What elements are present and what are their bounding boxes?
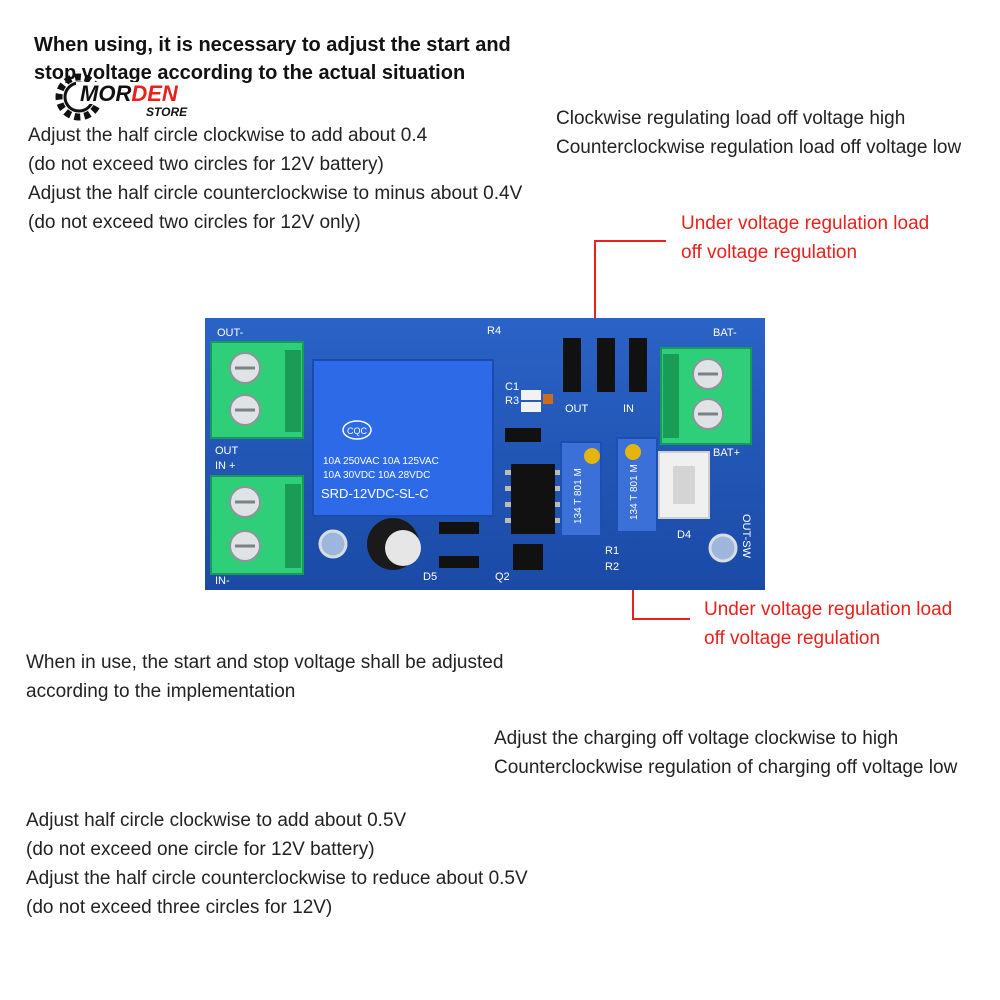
relay: CQC 10A 250VAC 10A 125VAC 10A 30VDC 10A … — [312, 359, 494, 517]
middle-left-line-2: according to the implementation — [26, 681, 296, 702]
smd-q2 — [513, 544, 543, 570]
top-left-line-1: Adjust the half circle clockwise to add … — [28, 125, 428, 146]
label-bat-minus: BAT- — [713, 327, 737, 339]
heading-line-1: When using, it is necessary to adjust th… — [34, 34, 511, 56]
terminal-block-in — [210, 475, 304, 575]
bottom-left-line-1: Adjust half circle clockwise to add abou… — [26, 810, 407, 831]
top-left-line-2: (do not exceed two circles for 12V batte… — [28, 154, 384, 175]
diode-3 — [629, 338, 647, 392]
top-left-line-3: Adjust the half circle counterclockwise … — [28, 183, 523, 204]
label-out-plus: OUT — [215, 445, 239, 457]
potentiometer-left: 134 T 801 M — [560, 441, 602, 537]
relay-line-1: 10A 250VAC 10A 125VAC — [323, 456, 439, 467]
smd-d5b — [439, 556, 479, 568]
label-d5: D5 — [423, 571, 437, 583]
relay-line-2: 10A 30VDC 10A 28VDC — [323, 470, 430, 481]
label-out-sw: OUT-SW — [740, 514, 752, 559]
pot-right-label: 134 T 801 M — [629, 464, 640, 520]
mount-hole-left — [318, 529, 348, 559]
pot-left-label: 134 T 801 M — [573, 468, 584, 524]
terminal-block-bat — [660, 347, 752, 445]
smd-c1 — [521, 402, 541, 412]
mount-hole-right — [708, 533, 738, 563]
label-r3: R3 — [505, 395, 519, 407]
callout-top-line-1: Under voltage regulation load — [681, 213, 930, 234]
morden-store-logo: MORDEN STORE — [55, 73, 204, 121]
heading-line-2: stop voltage according to the actual sit… — [34, 62, 466, 84]
label-in-plus: IN + — [215, 460, 235, 472]
electrolytic-capacitor — [367, 518, 421, 570]
terminal-block-out — [210, 341, 304, 439]
relay-module-board: CQC 10A 250VAC 10A 125VAC 10A 30VDC 10A … — [205, 318, 765, 590]
logo-text-a: MOR — [80, 81, 131, 106]
middle-right-line-1: Adjust the charging off voltage clockwis… — [494, 728, 899, 749]
label-d4: D4 — [677, 529, 691, 541]
out-sw-connector — [658, 451, 710, 519]
smd-r3 — [521, 390, 541, 400]
callout-bottom-leader-h — [632, 618, 690, 620]
label-in-minus: IN- — [215, 575, 230, 587]
label-r2: R2 — [605, 561, 619, 573]
callout-top-leader-h — [594, 240, 666, 242]
middle-left-line-1: When in use, the start and stop voltage … — [26, 652, 504, 673]
logo-text-b: DEN — [131, 81, 179, 106]
smd-diode — [505, 428, 541, 442]
logo-sub: STORE — [146, 105, 188, 119]
callout-bottom-line-1: Under voltage regulation load — [704, 599, 953, 620]
bottom-left-line-3: Adjust the half circle counterclockwise … — [26, 868, 528, 889]
diode-1 — [563, 338, 581, 392]
label-in: IN — [623, 403, 634, 415]
label-c1: C1 — [505, 381, 519, 393]
label-r1: R1 — [605, 545, 619, 557]
relay-brand: CQC — [347, 426, 368, 436]
top-right-line-1: Clockwise regulating load off voltage hi… — [556, 108, 906, 129]
callout-top-line-2: off voltage regulation — [681, 242, 858, 263]
middle-right-line-2: Counterclockwise regulation of charging … — [494, 757, 958, 778]
smd-d5a — [439, 522, 479, 534]
ic-chip — [505, 464, 561, 534]
label-out-minus: OUT- — [217, 327, 244, 339]
label-bat-plus: BAT+ — [713, 447, 740, 459]
potentiometer-right: 134 T 801 M — [616, 437, 658, 533]
bottom-left-line-2: (do not exceed one circle for 12V batter… — [26, 839, 375, 860]
callout-bottom-line-2: off voltage regulation — [704, 628, 881, 649]
diode-2 — [597, 338, 615, 392]
top-left-line-4: (do not exceed two circles for 12V only) — [28, 212, 361, 233]
label-q2: Q2 — [495, 571, 510, 583]
top-right-line-2: Counterclockwise regulation load off vol… — [556, 137, 962, 158]
label-out: OUT — [565, 403, 589, 415]
svg-text:MORDEN: MORDEN — [80, 81, 179, 106]
led — [543, 394, 553, 404]
label-r4: R4 — [487, 325, 501, 337]
relay-model: SRD-12VDC-SL-C — [321, 486, 429, 501]
bottom-left-line-4: (do not exceed three circles for 12V) — [26, 897, 333, 918]
